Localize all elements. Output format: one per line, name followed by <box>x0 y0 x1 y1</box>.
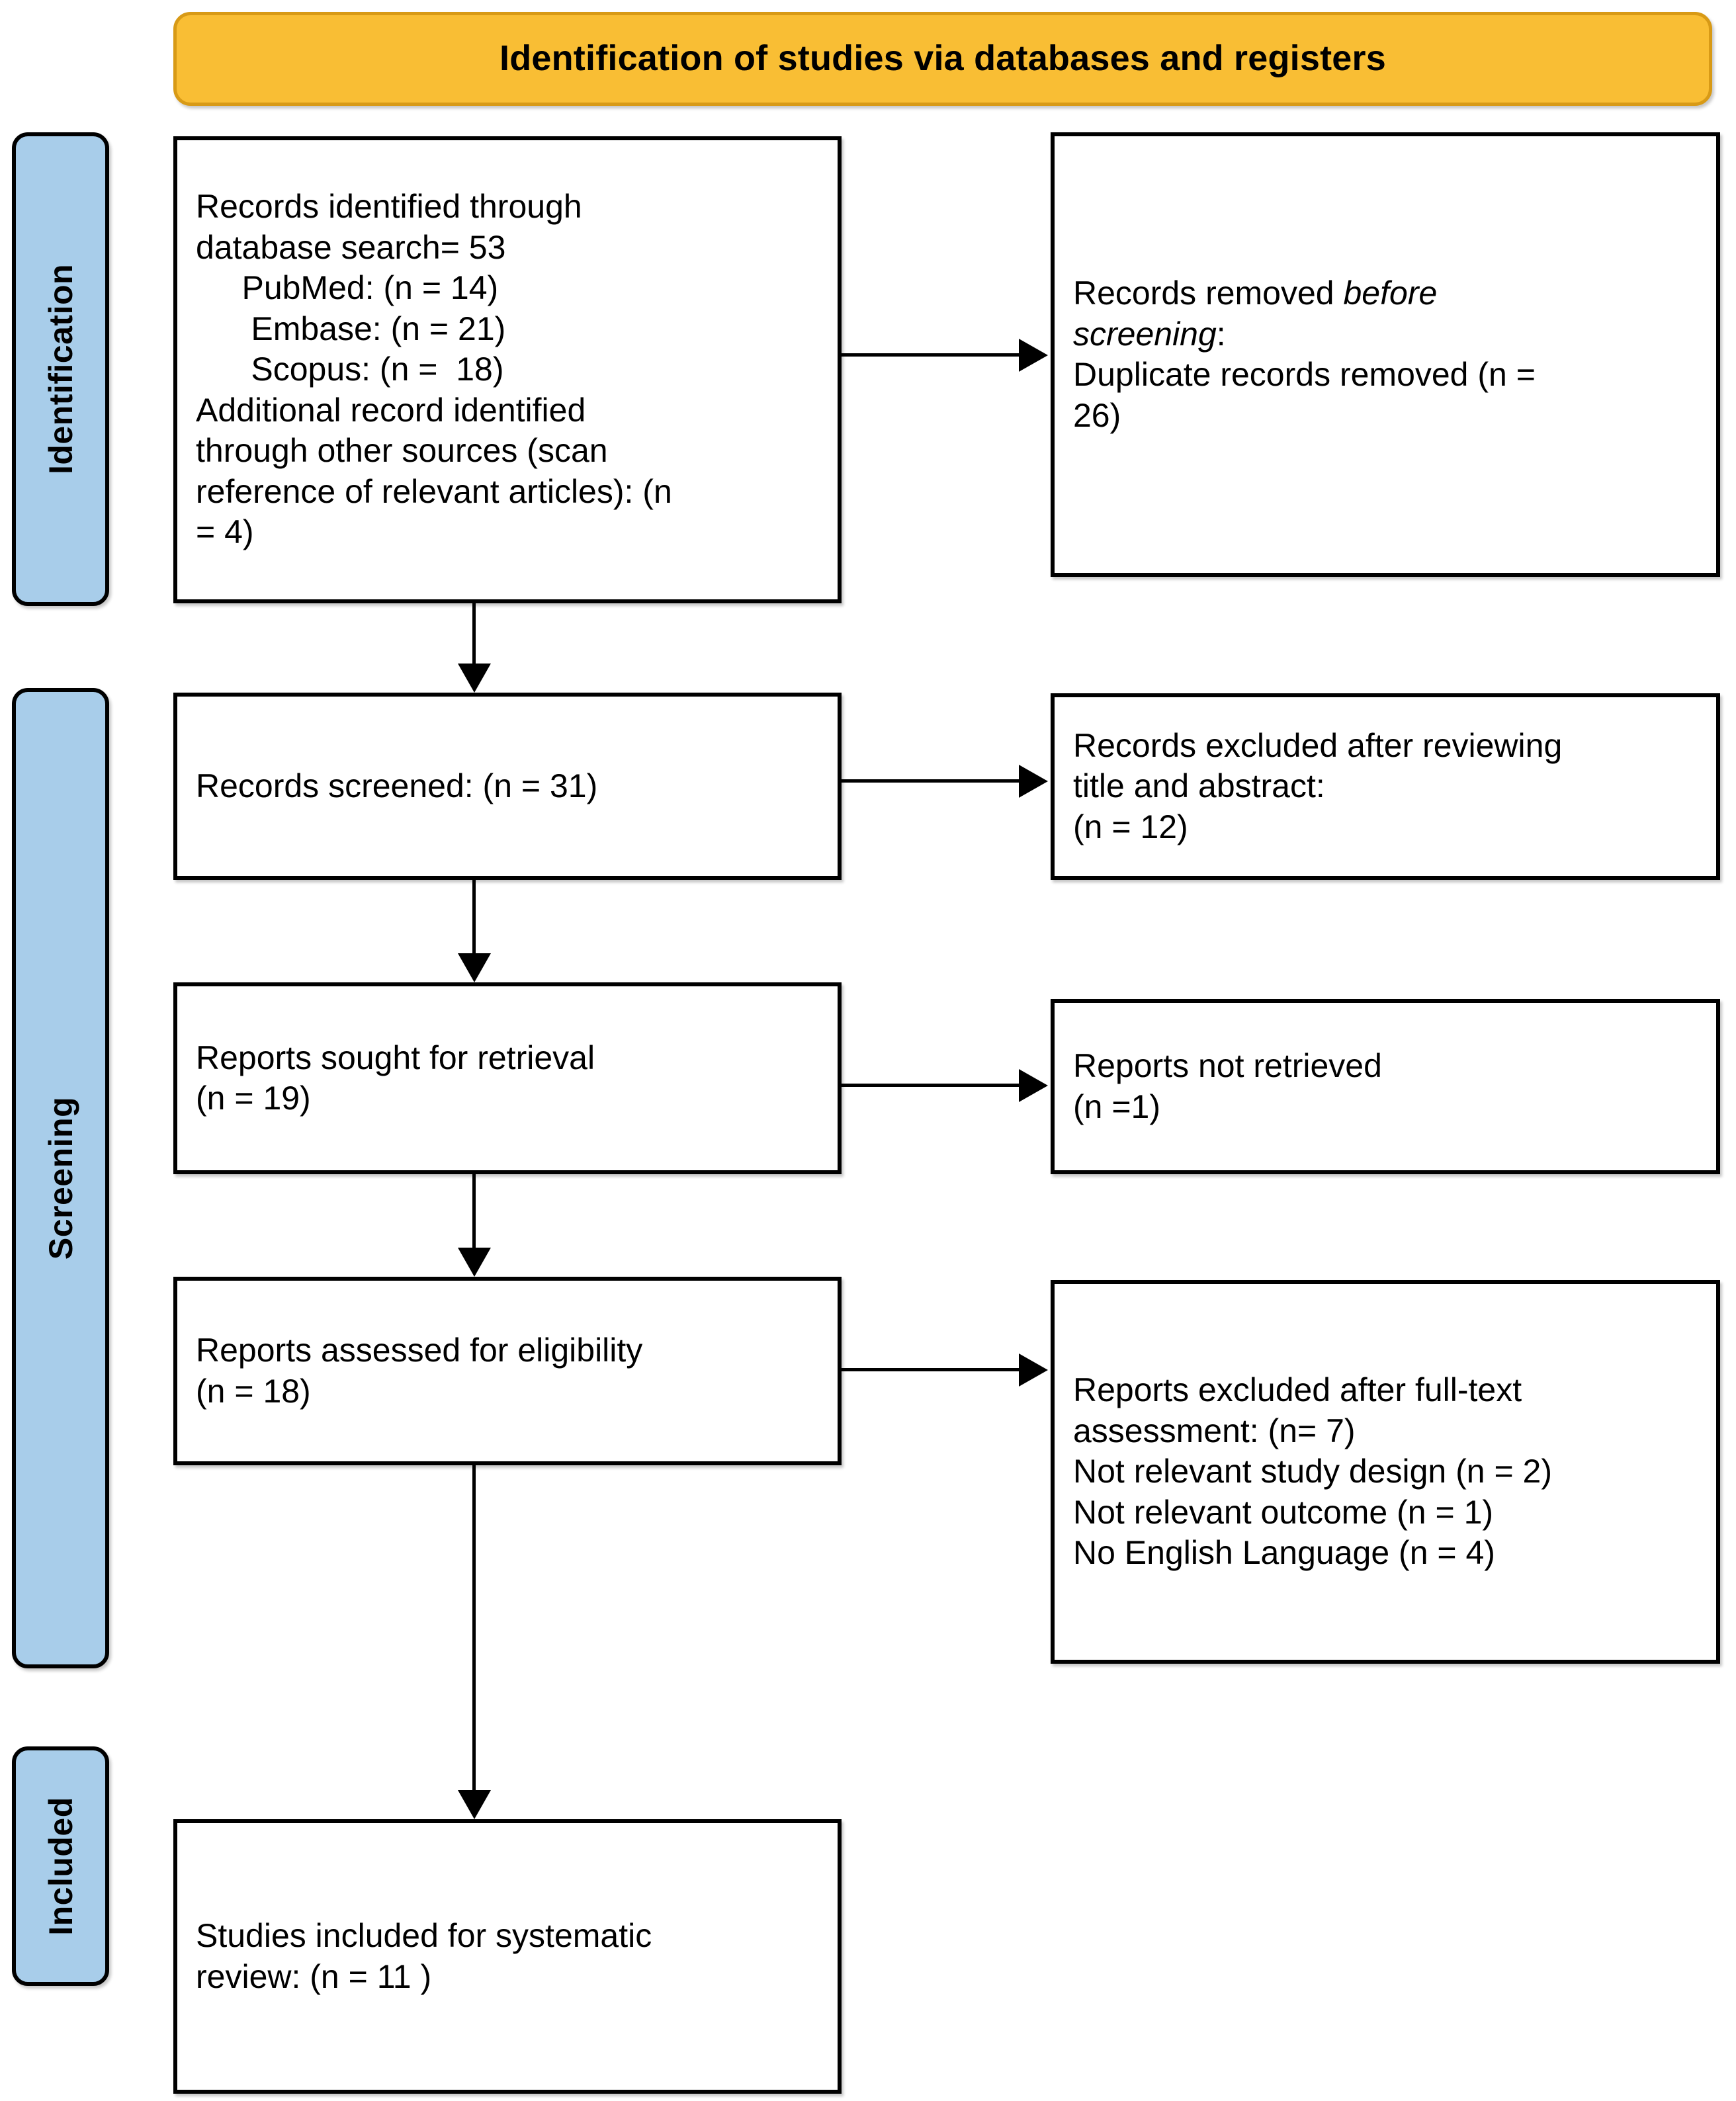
records-identified-line-2: database search= 53 <box>196 228 506 266</box>
box-reports-not-retrieved: Reports not retrieved (n =1) <box>1051 999 1720 1174</box>
connector-line <box>842 1084 1019 1087</box>
phase-bar-included: Included <box>12 1746 109 1986</box>
box-reports-excluded-full-text: Reports excluded after full-text assessm… <box>1051 1280 1720 1664</box>
box-records-screened: Records screened: (n = 31) <box>173 693 842 880</box>
arrow-right-icon <box>1019 339 1048 372</box>
studies-included-line-2: review: (n = 11 ) <box>196 1957 432 1995</box>
records-identified-line-1: Records identified through <box>196 188 582 226</box>
reports-not-retrieved-line-2: (n =1) <box>1073 1088 1161 1125</box>
phase-bar-identification: Identification <box>12 132 109 606</box>
reports-sought-line-1: Reports sought for retrieval <box>196 1039 595 1076</box>
records-screened-line-1: Records screened: (n = 31) <box>196 767 598 804</box>
studies-included-line-1: Studies included for systematic <box>196 1917 652 1954</box>
records-removed-line-1-prefix: Records removed <box>1073 275 1344 312</box>
phase-label-identification: Identification <box>42 263 79 475</box>
records-removed-line-2-suffix: : <box>1216 315 1226 353</box>
records-removed-line-2: screening: <box>1073 314 1698 355</box>
diagram-header-banner: Identification of studies via databases … <box>173 12 1712 106</box>
reports-assessed-line-1: Reports assessed for eligibility <box>196 1332 643 1369</box>
reports-excluded-ft-line-1: Reports excluded after full-text <box>1073 1371 1522 1409</box>
records-removed-line-3: Duplicate records removed (n = <box>1073 356 1536 393</box>
reports-sought-line-2: (n = 19) <box>196 1080 311 1117</box>
box-records-removed-before-screening: Records removed before screening: Duplic… <box>1051 132 1720 577</box>
reports-excluded-ft-line-3: Not relevant study design (n = 2) <box>1073 1453 1552 1490</box>
phase-label-included: Included <box>42 1797 79 1936</box>
arrow-down-icon <box>458 953 491 982</box>
phase-bar-screening: Screening <box>12 688 109 1668</box>
box-reports-sought-for-retrieval: Reports sought for retrieval (n = 19) <box>173 982 842 1174</box>
connector-line <box>842 779 1019 783</box>
records-identified-embase: Embase: (n = 21) <box>196 310 506 347</box>
records-removed-line-1-italic: before <box>1343 275 1438 312</box>
records-excluded-ta-line-1: Records excluded after reviewing <box>1073 726 1563 764</box>
arrow-right-icon <box>1019 1069 1048 1102</box>
reports-excluded-ft-line-5: No English Language (n = 4) <box>1073 1534 1495 1572</box>
arrow-down-icon <box>458 1790 491 1819</box>
reports-excluded-ft-line-4: Not relevant outcome (n = 1) <box>1073 1493 1494 1531</box>
phase-label-screening: Screening <box>42 1096 79 1260</box>
box-studies-included: Studies included for systematic review: … <box>173 1819 842 2094</box>
records-excluded-ta-line-3: (n = 12) <box>1073 808 1188 845</box>
box-records-identified: Records identified through database sear… <box>173 136 842 603</box>
connector-line <box>842 1368 1019 1371</box>
page-title: Identification of studies via databases … <box>499 38 1386 79</box>
records-removed-line-2-italic: screening <box>1073 315 1217 353</box>
connector-line <box>472 603 476 664</box>
box-reports-assessed-for-eligibility: Reports assessed for eligibility (n = 18… <box>173 1277 842 1465</box>
connector-line <box>472 1174 476 1248</box>
arrow-right-icon <box>1019 1353 1048 1387</box>
records-removed-line-4: 26) <box>1073 396 1121 434</box>
connector-line <box>842 353 1019 357</box>
records-identified-line-7: through other sources (scan <box>196 432 608 470</box>
records-excluded-ta-line-2: title and abstract: <box>1073 767 1325 805</box>
records-identified-line-9: = 4) <box>196 513 254 551</box>
reports-assessed-line-2: (n = 18) <box>196 1372 311 1410</box>
arrow-down-icon <box>458 1248 491 1277</box>
connector-line <box>472 1465 476 1790</box>
arrow-right-icon <box>1019 765 1048 798</box>
records-identified-line-6: Additional record identified <box>196 391 586 429</box>
arrow-down-icon <box>458 664 491 693</box>
box-records-excluded-title-abstract: Records excluded after reviewing title a… <box>1051 693 1720 880</box>
records-identified-line-8: reference of relevant articles): (n <box>196 472 672 510</box>
records-removed-line-1: Records removed before <box>1073 273 1698 314</box>
reports-not-retrieved-line-1: Reports not retrieved <box>1073 1047 1382 1084</box>
records-identified-pubmed: PubMed: (n = 14) <box>196 269 499 307</box>
connector-line <box>472 880 476 953</box>
records-identified-scopus: Scopus: (n = 18) <box>196 351 504 388</box>
reports-excluded-ft-line-2: assessment: (n= 7) <box>1073 1412 1356 1449</box>
